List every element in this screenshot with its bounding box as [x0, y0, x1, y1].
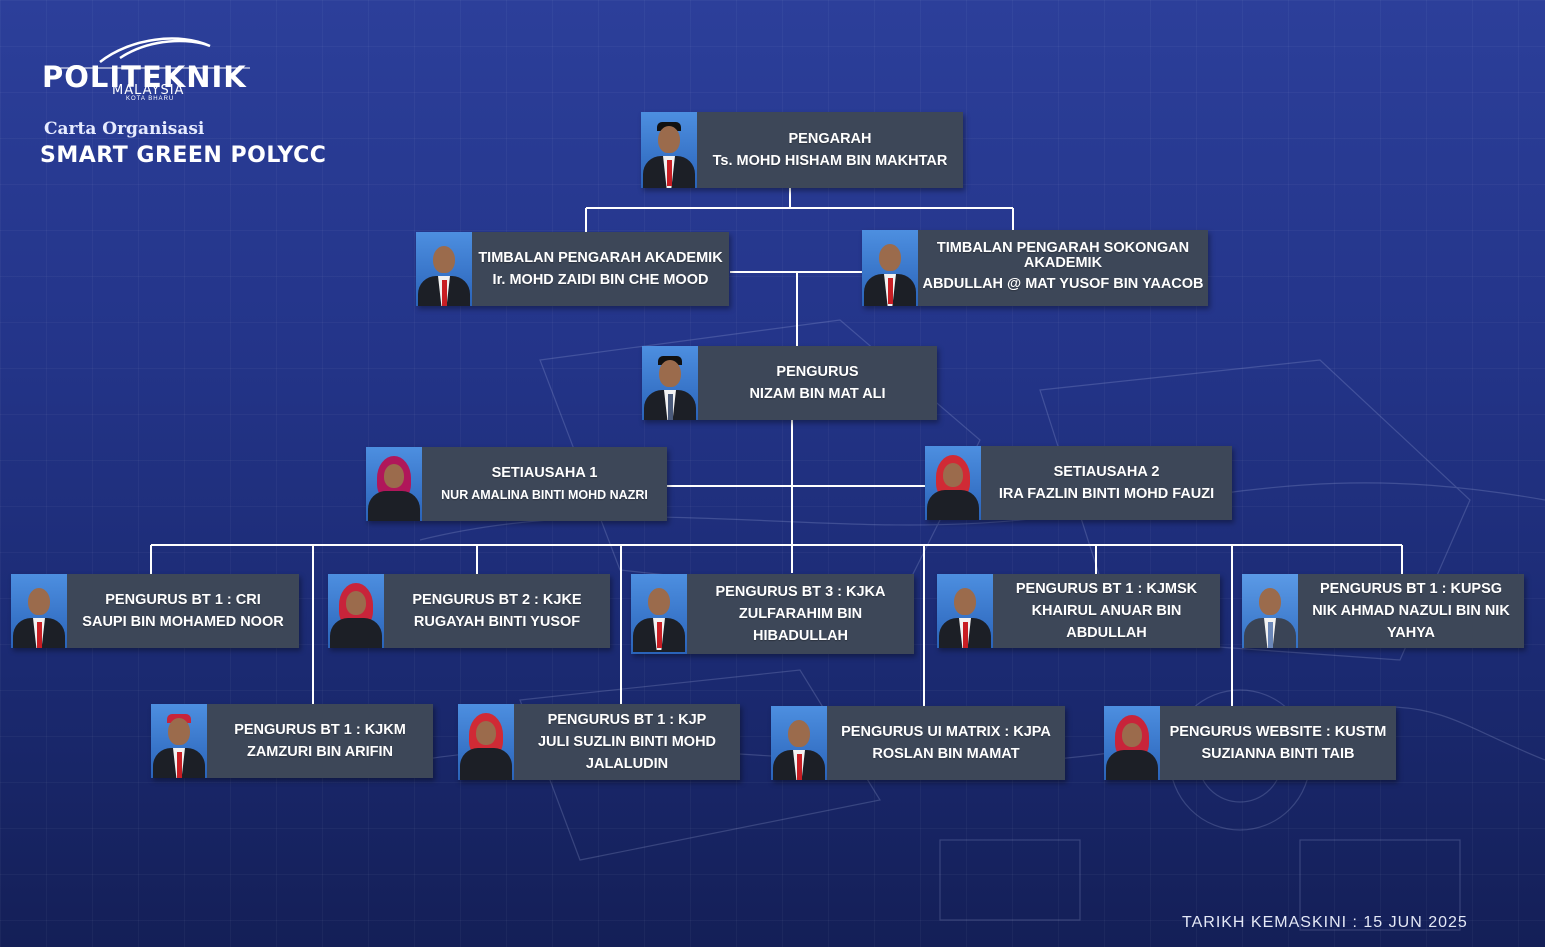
last-updated: TARIKH KEMASKINI : 15 JUN 2025	[1182, 914, 1468, 931]
role-pengarah: PENGARAH	[788, 131, 872, 147]
role-setiausaha-2: SETIAUSAHA 2	[1053, 464, 1160, 480]
role-setiausaha-1: SETIAUSAHA 1	[491, 465, 598, 481]
node-cri: PENGURUS BT 1 : CRI SAUPI BIN MOHAMED NO…	[11, 574, 299, 648]
photo-kjkm	[151, 704, 207, 778]
name-pengarah: Ts. MOHD HISHAM BIN MAKHTAR	[712, 153, 948, 169]
role-kjp: PENGURUS BT 1 : KJP	[547, 712, 707, 728]
name-kjka: ZULFARAHIM BIN HIBADULLAH	[738, 606, 863, 644]
role-kustm: PENGURUS WEBSITE : KUSTM	[1169, 724, 1387, 740]
photo-kjpa	[771, 706, 827, 780]
photo-kustm	[1104, 706, 1160, 780]
name-kustm: SUZIANNA BINTI TAIB	[1201, 746, 1355, 762]
photo-kjmsk	[937, 574, 993, 648]
node-kjpa: PENGURUS UI MATRIX : KJPA ROSLAN BIN MAM…	[771, 706, 1065, 780]
logo-wordmark: POLITEKNIK	[42, 60, 247, 94]
logo-country: MALAYSIA	[112, 83, 185, 98]
role-kjkm: PENGURUS BT 1 : KJKM	[234, 722, 406, 738]
node-tp-sokongan: TIMBALAN PENGARAH SOKONGAN AKADEMIK ABDU…	[862, 230, 1208, 306]
role-tp-akademik: TIMBALAN PENGARAH AKADEMIK	[478, 250, 723, 266]
node-kupsg: PENGURUS BT 1 : KUPSG NIK AHMAD NAZULI B…	[1242, 574, 1524, 648]
logo-swoosh-icon	[60, 37, 250, 69]
photo-kjp	[458, 704, 514, 780]
name-tp-akademik: Ir. MOHD ZAIDI BIN CHE MOOD	[492, 272, 709, 288]
role-pengurus: PENGURUS	[776, 364, 859, 380]
node-pengarah: PENGARAH Ts. MOHD HISHAM BIN MAKHTAR	[641, 112, 963, 188]
name-setiausaha-2: IRA FAZLIN BINTI MOHD FAUZI	[998, 486, 1215, 502]
node-kjka: PENGURUS BT 3 : KJKA ZULFARAHIM BIN HIBA…	[631, 574, 914, 654]
photo-kjka	[631, 574, 687, 654]
role-kupsg: PENGURUS BT 1 : KUPSG	[1319, 581, 1503, 597]
node-kjp: PENGURUS BT 1 : KJP JULI SUZLIN BINTI MO…	[458, 704, 740, 780]
photo-cri	[11, 574, 67, 648]
role-kjka: PENGURUS BT 3 : KJKA	[715, 584, 886, 600]
photo-tp-sokongan	[862, 230, 918, 306]
node-kustm: PENGURUS WEBSITE : KUSTM SUZIANNA BINTI …	[1104, 706, 1396, 780]
name-kjp: JULI SUZLIN BINTI MOHD JALALUDIN	[537, 734, 717, 772]
node-setiausaha-2: SETIAUSAHA 2 IRA FAZLIN BINTI MOHD FAUZI	[925, 446, 1232, 520]
role-kjpa: PENGURUS UI MATRIX : KJPA	[841, 724, 1051, 740]
node-pengurus: PENGURUS NIZAM BIN MAT ALI	[642, 346, 937, 420]
role-tp-sokongan: TIMBALAN PENGARAH SOKONGAN AKADEMIK	[936, 240, 1190, 271]
photo-pengurus	[642, 346, 698, 420]
node-setiausaha-1: SETIAUSAHA 1 NUR AMALINA BINTI MOHD NAZR…	[366, 447, 667, 521]
name-kjkm: ZAMZURI BIN ARIFIN	[246, 744, 394, 760]
name-cri: SAUPI BIN MOHAMED NOOR	[82, 614, 284, 630]
role-kjke: PENGURUS BT 2 : KJKE	[412, 592, 582, 608]
name-setiausaha-1: NUR AMALINA BINTI MOHD NAZRI	[441, 488, 648, 502]
name-kjmsk: KHAIRUL ANUAR BIN ABDULLAH	[1031, 603, 1182, 641]
node-tp-akademik: TIMBALAN PENGARAH AKADEMIK Ir. MOHD ZAID…	[416, 232, 729, 306]
photo-kjke	[328, 574, 384, 648]
node-kjkm: PENGURUS BT 1 : KJKM ZAMZURI BIN ARIFIN	[151, 704, 433, 778]
name-tp-sokongan: ABDULLAH @ MAT YUSOF BIN YAACOB	[922, 276, 1204, 292]
chart-subtitle: Carta Organisasi	[44, 119, 205, 139]
chart-title: SMART GREEN POLYCC	[40, 143, 327, 168]
role-kjmsk: PENGURUS BT 1 : KJMSK	[1015, 581, 1198, 597]
photo-pengarah	[641, 112, 697, 188]
photo-setiausaha-2	[925, 446, 981, 520]
node-kjke: PENGURUS BT 2 : KJKE RUGAYAH BINTI YUSOF	[328, 574, 610, 648]
name-pengurus: NIZAM BIN MAT ALI	[749, 386, 886, 402]
logo-campus: KOTA BHARU	[126, 96, 175, 102]
photo-kupsg	[1242, 574, 1298, 648]
role-cri: PENGURUS BT 1 : CRI	[105, 592, 261, 608]
name-kjke: RUGAYAH BINTI YUSOF	[413, 614, 581, 630]
name-kupsg: NIK AHMAD NAZULI BIN NIK YAHYA	[1312, 603, 1510, 641]
photo-tp-akademik	[416, 232, 472, 306]
name-kjpa: ROSLAN BIN MAMAT	[872, 746, 1020, 762]
node-kjmsk: PENGURUS BT 1 : KJMSK KHAIRUL ANUAR BIN …	[937, 574, 1220, 648]
photo-setiausaha-1	[366, 447, 422, 521]
politeknik-logo: POLITEKNIK MALAYSIA KOTA BHARU	[40, 32, 268, 106]
